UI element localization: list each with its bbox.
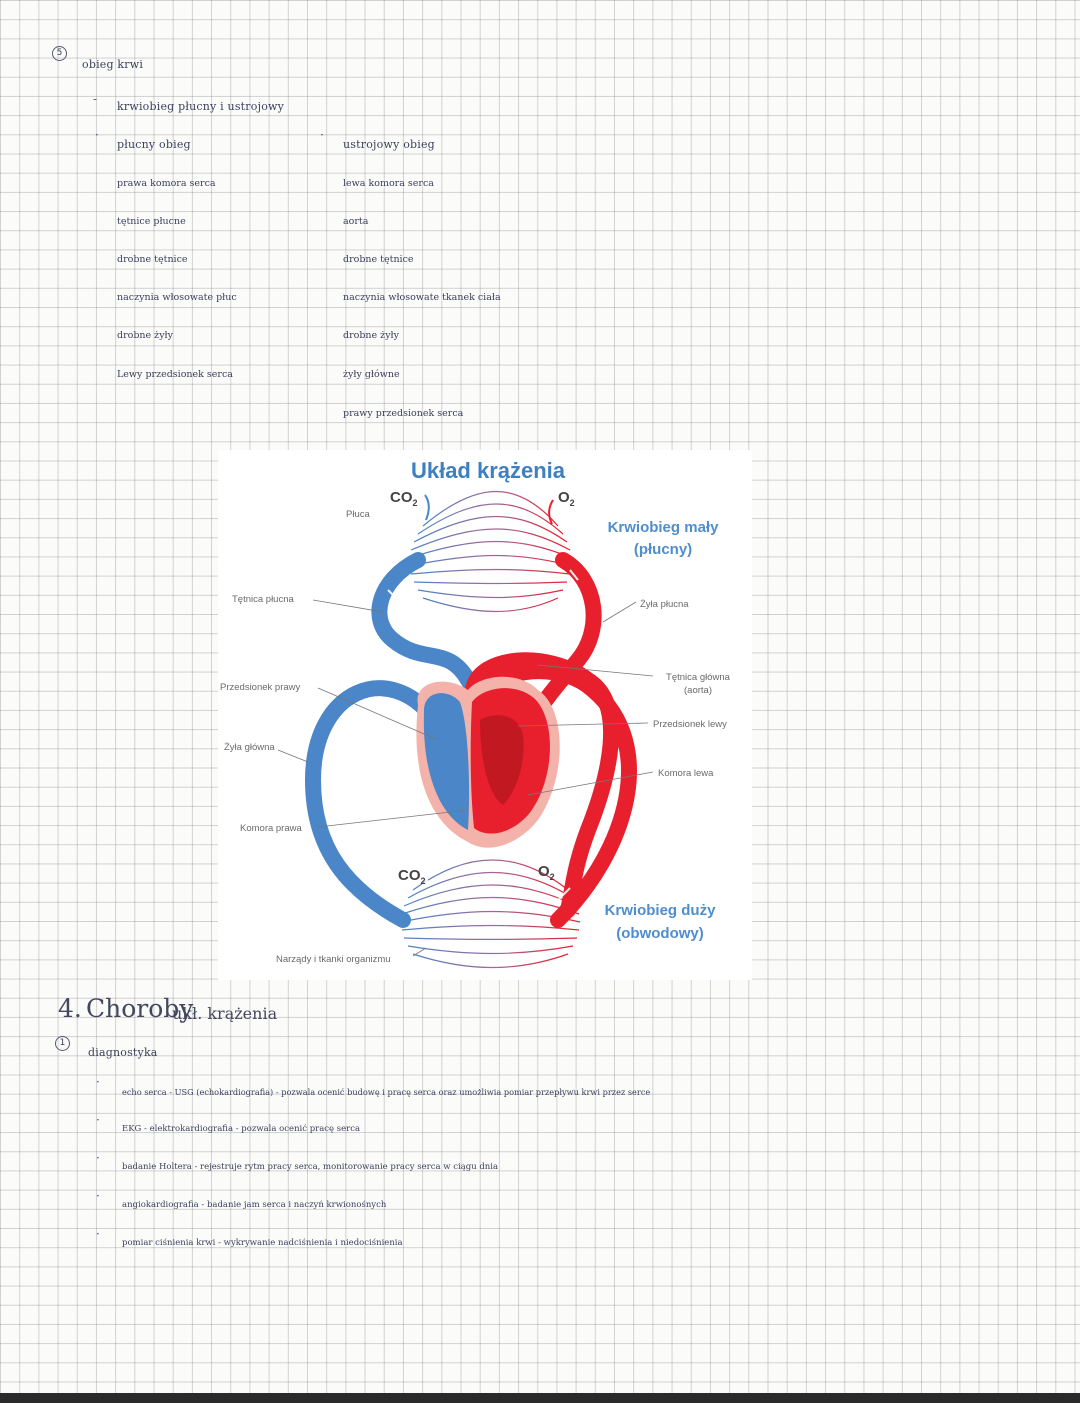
label-komora-lewa: Komora lewa (658, 768, 714, 779)
right-item: prawy przedsionek serca (343, 408, 464, 419)
label-przedsionek-prawy: Przedsionek prawy (220, 682, 301, 693)
diagram-title: Układ krążenia (411, 458, 566, 483)
bullet-dot: · (96, 1113, 100, 1127)
left-item: prawa komora serca (117, 178, 216, 189)
left-item: naczynia włosowate płuc (117, 292, 237, 303)
circulatory-diagram-svg: Układ krążenia (220, 458, 731, 969)
large-circulation-label: Krwiobieg duży (605, 902, 716, 919)
bullet-dot: · (96, 1075, 100, 1089)
co2-lungs: CO2 (390, 489, 418, 508)
o2-body: O2 (538, 863, 555, 882)
circulatory-diagram: Układ krążenia (218, 450, 752, 980)
section2-marker: 1 (55, 1036, 70, 1051)
scan-edge (0, 1393, 1080, 1403)
bullet-dot: · (320, 128, 324, 142)
left-item: Lewy przedsionek serca (117, 369, 233, 380)
left-item: drobne żyły (117, 330, 174, 341)
bullet-dot: · (96, 1151, 100, 1165)
bullet-dot: · (96, 1227, 100, 1241)
large-circulation-sub: (obwodowy) (616, 925, 703, 942)
section-marker: 5 (52, 46, 67, 61)
right-column-header: ustrojowy obieg (343, 138, 435, 151)
label-pluca: Płuca (346, 509, 370, 520)
section-heading: obieg krwi (82, 58, 144, 71)
bullet-dot: · (95, 128, 99, 142)
heart (416, 676, 560, 848)
co2-lungs-arrow (424, 494, 430, 521)
right-item: lewa komora serca (343, 178, 434, 189)
right-item: drobne tętnice (343, 254, 414, 265)
o2-lungs-arrow (548, 499, 554, 525)
label-tetnica-glowna: Tętnica główna (666, 672, 731, 683)
body-capillaries (400, 859, 581, 969)
leader-lines (277, 599, 654, 957)
lung-capillaries (408, 490, 573, 613)
o2-lungs: O2 (558, 489, 575, 508)
label-tetnica-plucna: Tętnica płucna (232, 594, 295, 605)
section2-title: Choroby (86, 994, 194, 1023)
intro-line: krwiobieg płucny i ustrojowy (117, 100, 285, 113)
right-item: aorta (343, 216, 369, 227)
label-przedsionek-lewy: Przedsionek lewy (653, 719, 727, 730)
section2-number: 4. (58, 994, 82, 1023)
diagnostic-item: EKG - elektrokardiografia - pozwala ocen… (122, 1124, 361, 1134)
diagnostic-item: pomiar ciśnienia krwi - wykrywanie nadci… (122, 1238, 403, 1248)
co2-body: CO2 (398, 867, 426, 886)
diagnostic-item: angiokardiografia - badanie jam serca i … (122, 1200, 387, 1210)
small-circulation-sub: (płucny) (634, 541, 692, 558)
small-circulation-label: Krwiobieg mały (608, 519, 720, 536)
bullet-dot: · (96, 1189, 100, 1203)
diagnostic-item: echo serca - USG (echokardiografia) - po… (122, 1087, 651, 1097)
diagnostic-item: badanie Holtera - rejestruje rytm pracy … (122, 1162, 499, 1172)
flow-arrows (387, 569, 579, 901)
label-zyla-glowna: Żyła główna (224, 742, 275, 753)
label-zyla-plucna: Żyła płucna (640, 599, 689, 610)
bullet-dash: - (93, 92, 98, 106)
label-aorta: (aorta) (684, 685, 712, 696)
section2-subheading: diagnostyka (88, 1046, 158, 1059)
label-komora-prawa: Komora prawa (240, 823, 302, 834)
right-item: drobne żyły (343, 330, 400, 341)
left-item: tętnice płucne (117, 216, 186, 227)
left-item: drobne tętnice (117, 254, 188, 265)
left-column-header: płucny obieg (117, 138, 191, 151)
label-narzady: Narządy i tkanki organizmu (276, 954, 391, 965)
section2-title-rest: ukł. krążenia (172, 1004, 278, 1023)
right-item: żyły główne (343, 369, 400, 380)
right-item: naczynia włosowate tkanek ciała (343, 292, 501, 303)
